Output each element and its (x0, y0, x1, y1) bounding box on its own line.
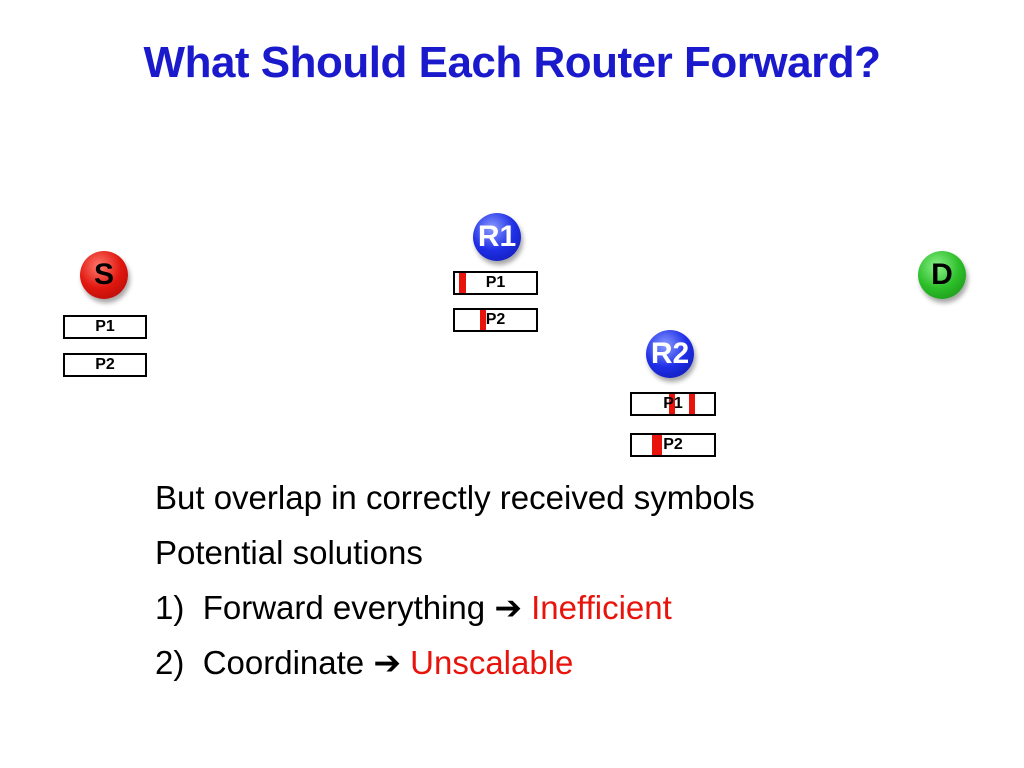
r1-packet-p2: P2 (453, 308, 538, 332)
error-mark (669, 394, 675, 414)
packet-label: P1 (95, 318, 115, 335)
slide-body: But overlap in correctly received symbol… (155, 470, 755, 690)
item-number: 1) (155, 589, 185, 626)
source-packet-p1: P1 (63, 315, 147, 339)
r2-packet-p1: P1 (630, 392, 716, 416)
error-mark (652, 435, 662, 455)
slide-title: What Should Each Router Forward? (143, 38, 881, 87)
packet-label: P1 (485, 274, 506, 291)
item-number: 2) (155, 644, 185, 681)
error-mark (459, 273, 466, 293)
item-result: Inefficient (531, 589, 672, 626)
overlap-text: But overlap in correctly received symbol… (155, 479, 755, 516)
source-node: S (80, 251, 128, 299)
arrow-right-icon: ➔ (373, 644, 401, 681)
error-mark (689, 394, 695, 414)
router-r2-node: R2 (646, 330, 694, 378)
error-mark (480, 310, 486, 330)
router-r1-node: R1 (473, 213, 521, 261)
packet-label: P1 (663, 395, 683, 412)
packet-label: P2 (485, 311, 506, 328)
arrow-right-icon: ➔ (494, 589, 522, 626)
solution-item-1: 1) Forward everything ➔ Inefficient (155, 580, 755, 635)
item-result: Unscalable (410, 644, 574, 681)
solution-item-2: 2) Coordinate ➔ Unscalable (155, 635, 755, 690)
item-text: Coordinate (202, 644, 365, 681)
packet-label: P2 (95, 356, 115, 373)
r2-packet-p2: P2 (630, 433, 716, 457)
destination-node: D (918, 251, 966, 299)
packet-label: P2 (663, 436, 683, 453)
item-text: Forward everything (202, 589, 486, 626)
r1-packet-p1: P1 (453, 271, 538, 295)
solutions-heading: Potential solutions (155, 534, 423, 571)
source-packet-p2: P2 (63, 353, 147, 377)
